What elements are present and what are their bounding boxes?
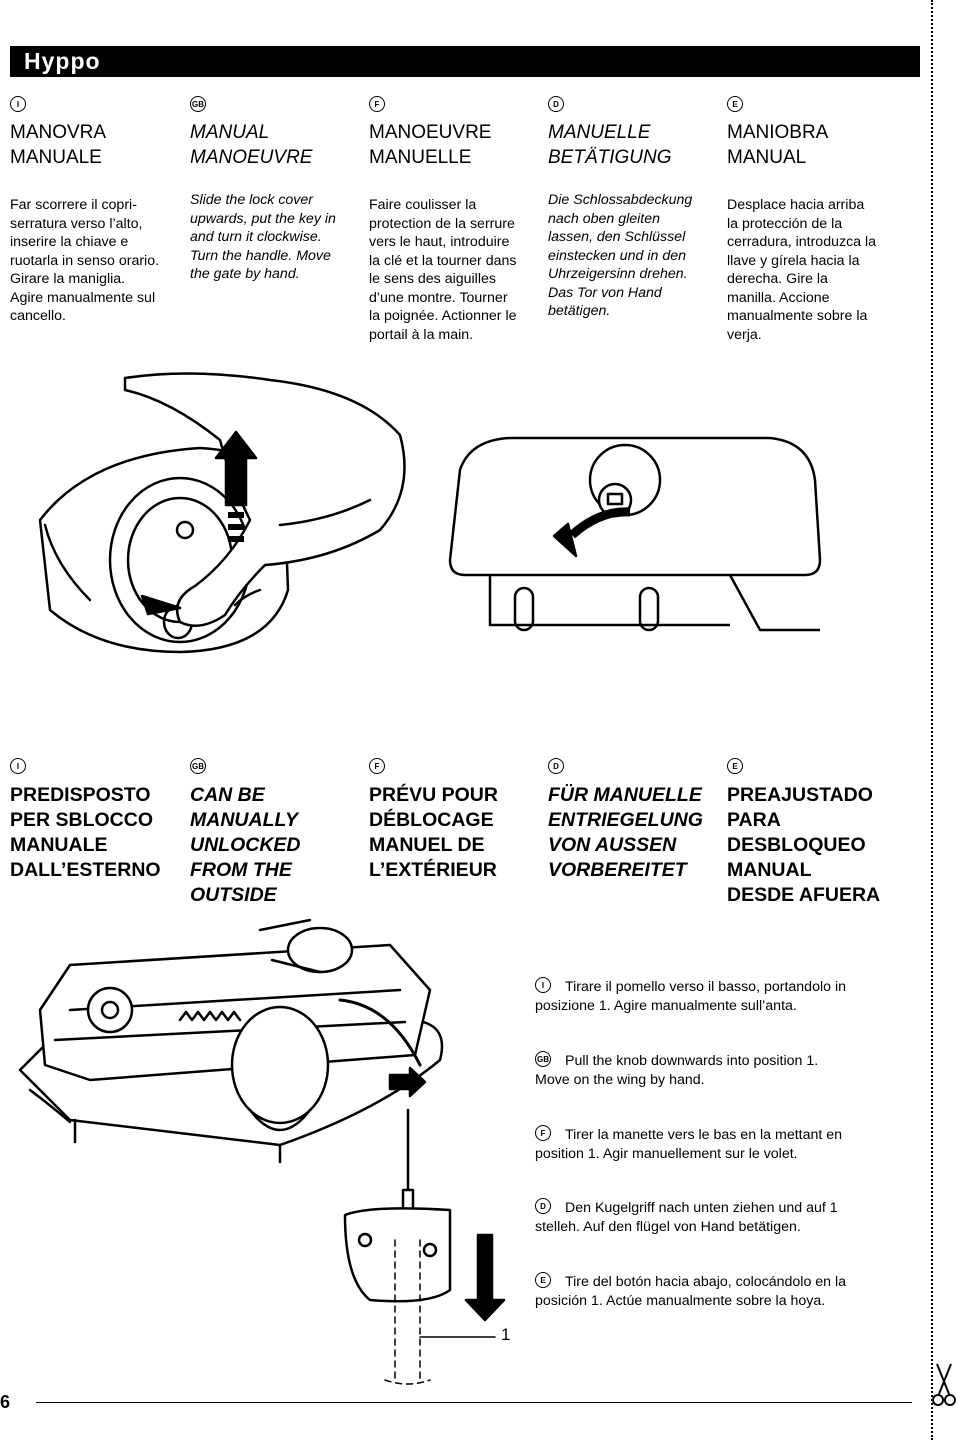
manual-title-d: MANUELLE BETÄTIGUNG bbox=[548, 122, 672, 168]
lang-badge-i: I bbox=[10, 96, 26, 112]
lang-badge-gb: GB bbox=[190, 96, 206, 112]
brand-header: Hyppo bbox=[10, 46, 920, 77]
ext-badge-e: E bbox=[727, 758, 743, 774]
ext-badge-i: I bbox=[10, 758, 26, 774]
lang-badge-f: F bbox=[369, 96, 385, 112]
scissors-icon bbox=[932, 1363, 956, 1406]
manual-col-d: MANUELLE BETÄTIGUNG Die Schlossabdeckung… bbox=[548, 120, 718, 321]
lang-badge-e: E bbox=[727, 96, 743, 112]
instruction-badge-i: I bbox=[535, 977, 551, 994]
instruction-badge-gb: GB bbox=[535, 1051, 551, 1068]
manual-col-i: MANOVRA MANUALE Far scorrere il copri-se… bbox=[10, 120, 180, 326]
instruction-badge-e: E bbox=[535, 1272, 551, 1289]
ext-badge-d: D bbox=[548, 758, 564, 774]
manual-body-i: Far scorrere il copri-serratura verso l’… bbox=[10, 197, 160, 324]
cut-line bbox=[931, 0, 933, 1440]
ext-badge-f: F bbox=[369, 758, 385, 774]
manual-title-i: MANOVRA MANUALE bbox=[10, 122, 107, 168]
instruction-badge-f: F bbox=[535, 1125, 551, 1142]
manual-title-f: MANOEUVRE MANUELLE bbox=[369, 122, 492, 168]
manual-title-gb: MANUAL MANOEUVRE bbox=[190, 122, 313, 168]
manual-title-e: MANIOBRA MANUAL bbox=[727, 122, 829, 168]
key-unlock-illustration bbox=[38, 372, 822, 654]
ext-badge-gb: GB bbox=[190, 758, 206, 774]
position-label: 1 bbox=[501, 1325, 511, 1344]
instruction-badge-d: D bbox=[535, 1198, 551, 1215]
lang-badge-d: D bbox=[548, 96, 564, 112]
footer-rule bbox=[36, 1402, 912, 1403]
external-release-illustration bbox=[18, 918, 506, 1385]
page-number: 6 bbox=[0, 1392, 11, 1412]
